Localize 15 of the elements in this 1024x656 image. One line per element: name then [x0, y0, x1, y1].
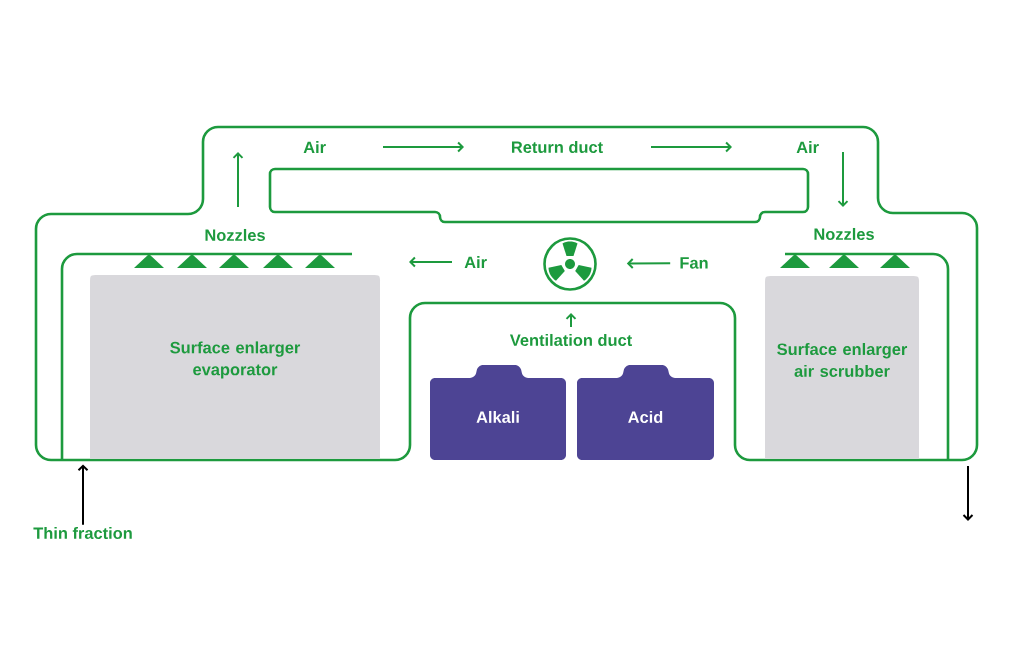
tank-box: Alkali: [430, 365, 566, 460]
flow-label: Air: [303, 141, 326, 153]
process-box: Surface enlarger air scrubber: [765, 276, 919, 459]
flow-label: Air: [464, 256, 487, 268]
fan-icon: [543, 237, 597, 291]
part-label: Return duct: [512, 140, 603, 154]
tank-box: Acid: [577, 365, 714, 460]
flow-label: Air: [796, 141, 819, 153]
flow-label: Thin fraction: [33, 526, 132, 540]
part-label: Fan: [680, 257, 708, 269]
part-label: Nozzles: [814, 227, 874, 241]
arrow: [77, 464, 89, 526]
arrow: [626, 258, 672, 269]
part-label: Nozzles: [205, 228, 265, 242]
process-box: Surface enlarger evaporator: [90, 275, 380, 459]
